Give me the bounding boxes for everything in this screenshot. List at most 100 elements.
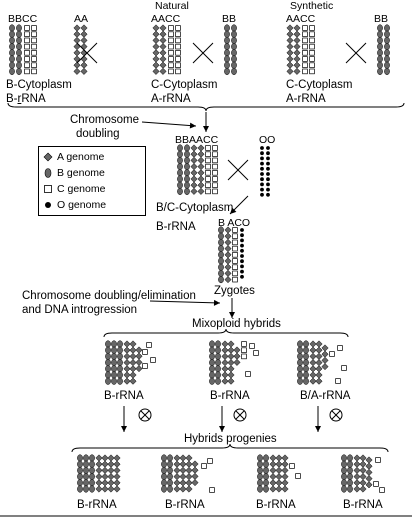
a-genome-diamond (80, 36, 88, 44)
doubling-elimination-label-line1: Chromosome doubling/elimination (22, 290, 196, 302)
a-genome-diamond (113, 454, 121, 462)
genome-legend: A genome B genome C genome O genome (38, 146, 146, 216)
a-genome-diamond (123, 340, 131, 348)
a-genome-diamond (185, 454, 193, 462)
a-genome-diamond (281, 454, 289, 462)
selfing-symbol-cross (140, 410, 150, 420)
a-genome-diamond (353, 485, 361, 493)
b-genome-oval (209, 365, 215, 373)
b-genome-oval (231, 55, 237, 63)
b-genome-oval (9, 36, 15, 44)
a-genome-diamond (80, 61, 88, 69)
b-genome-oval (303, 371, 309, 379)
a-genome-diamond (224, 269, 232, 277)
a-genome-diamond (197, 163, 205, 171)
b-genome-oval (16, 61, 22, 69)
a-genome-diamond (159, 30, 167, 38)
b-genome-oval (111, 359, 117, 367)
a-genome-diamond (315, 371, 323, 379)
a-genome-diamond (190, 163, 198, 171)
b-genome-oval (377, 61, 383, 69)
b-genome-oval (257, 485, 263, 493)
c-genome-square (168, 50, 174, 56)
a-genome-diamond (80, 30, 88, 38)
c-genome-square (341, 365, 347, 371)
c-genome-square (232, 276, 238, 283)
c-genome-square (253, 350, 259, 356)
cross-mark (227, 159, 249, 181)
o-genome-dot (240, 269, 244, 274)
b-genome-oval (167, 454, 173, 462)
a-genome-diamond (135, 358, 143, 366)
a-genome-diamond (224, 251, 232, 259)
cross-mark (76, 42, 98, 64)
b-genome-oval (377, 30, 383, 38)
b-genome-oval (105, 377, 111, 385)
b-genome-oval (341, 473, 347, 481)
a-genome-diamond (95, 460, 103, 468)
b-genome-oval (83, 479, 89, 487)
b-genome-oval (111, 352, 117, 360)
c-genome-square (24, 43, 30, 50)
a-genome-diamond (197, 175, 205, 183)
b-genome-oval (347, 473, 353, 481)
c-genome-square (241, 347, 247, 353)
b-genome-oval (384, 43, 390, 51)
c-genome-square (329, 351, 335, 357)
c-genome-square (337, 345, 343, 351)
c-genome-square (295, 473, 301, 479)
c-genome-square (207, 458, 213, 464)
a-genome-diamond (224, 232, 232, 240)
a-genome-diamond (321, 350, 329, 358)
a-genome-diamond (197, 181, 205, 189)
b-genome-oval (263, 473, 269, 481)
o-genome-dot (260, 177, 264, 182)
b-genome-oval (347, 454, 353, 462)
c-genome-square (168, 31, 174, 37)
legend-item-a-genome: A genome (43, 151, 104, 163)
a-genome-diamond (221, 371, 229, 379)
a-genome-diamond (159, 49, 167, 57)
b-genome-oval (347, 466, 353, 474)
c-genome-square (309, 56, 315, 62)
b-genome-oval (218, 269, 224, 277)
a-genome-diamond (191, 472, 199, 480)
a-genome-diamond (275, 454, 283, 462)
selfing-symbol-cross (235, 410, 245, 420)
c-genome-square (289, 463, 295, 469)
b-genome-oval (161, 473, 167, 481)
a-genome-diamond (173, 473, 181, 481)
b-genome-oval (83, 466, 89, 474)
o-genome-dot (260, 156, 264, 161)
a-genome-diamond (95, 473, 103, 481)
a-genome-diamond (321, 363, 329, 371)
a-genome-diamond (113, 479, 121, 487)
a-genome-diamond (359, 466, 367, 474)
b-genome-oval (105, 346, 111, 354)
a-genome-diamond (73, 36, 81, 44)
c-genome-square (302, 37, 308, 44)
a-genome-diamond (359, 454, 367, 462)
b-genome-oval (89, 454, 95, 462)
c-genome-square (302, 62, 308, 68)
a-genome-diamond (315, 340, 323, 348)
a-genome-diamond (286, 36, 294, 44)
b-genome-oval (184, 150, 190, 158)
b-genome-oval (218, 245, 224, 253)
c-genome-square (245, 371, 251, 377)
a-genome-diamond (135, 346, 143, 354)
a-genome-diamond (152, 36, 160, 44)
b-genome-oval (224, 61, 230, 69)
b-genome-oval (297, 359, 303, 367)
b-genome-oval (297, 340, 303, 348)
legend-item-o-genome: O genome (43, 199, 106, 211)
arrow-head (229, 312, 235, 318)
c-genome-square (302, 25, 308, 31)
a-genome-diamond (173, 460, 181, 468)
a-genome-diamond (73, 43, 81, 51)
b-genome-oval (16, 24, 22, 32)
zygotes-label: Zygotes (214, 285, 255, 297)
b-genome-oval (231, 43, 237, 51)
a-genome-diamond (113, 466, 121, 474)
b-genome-oval (105, 340, 111, 348)
